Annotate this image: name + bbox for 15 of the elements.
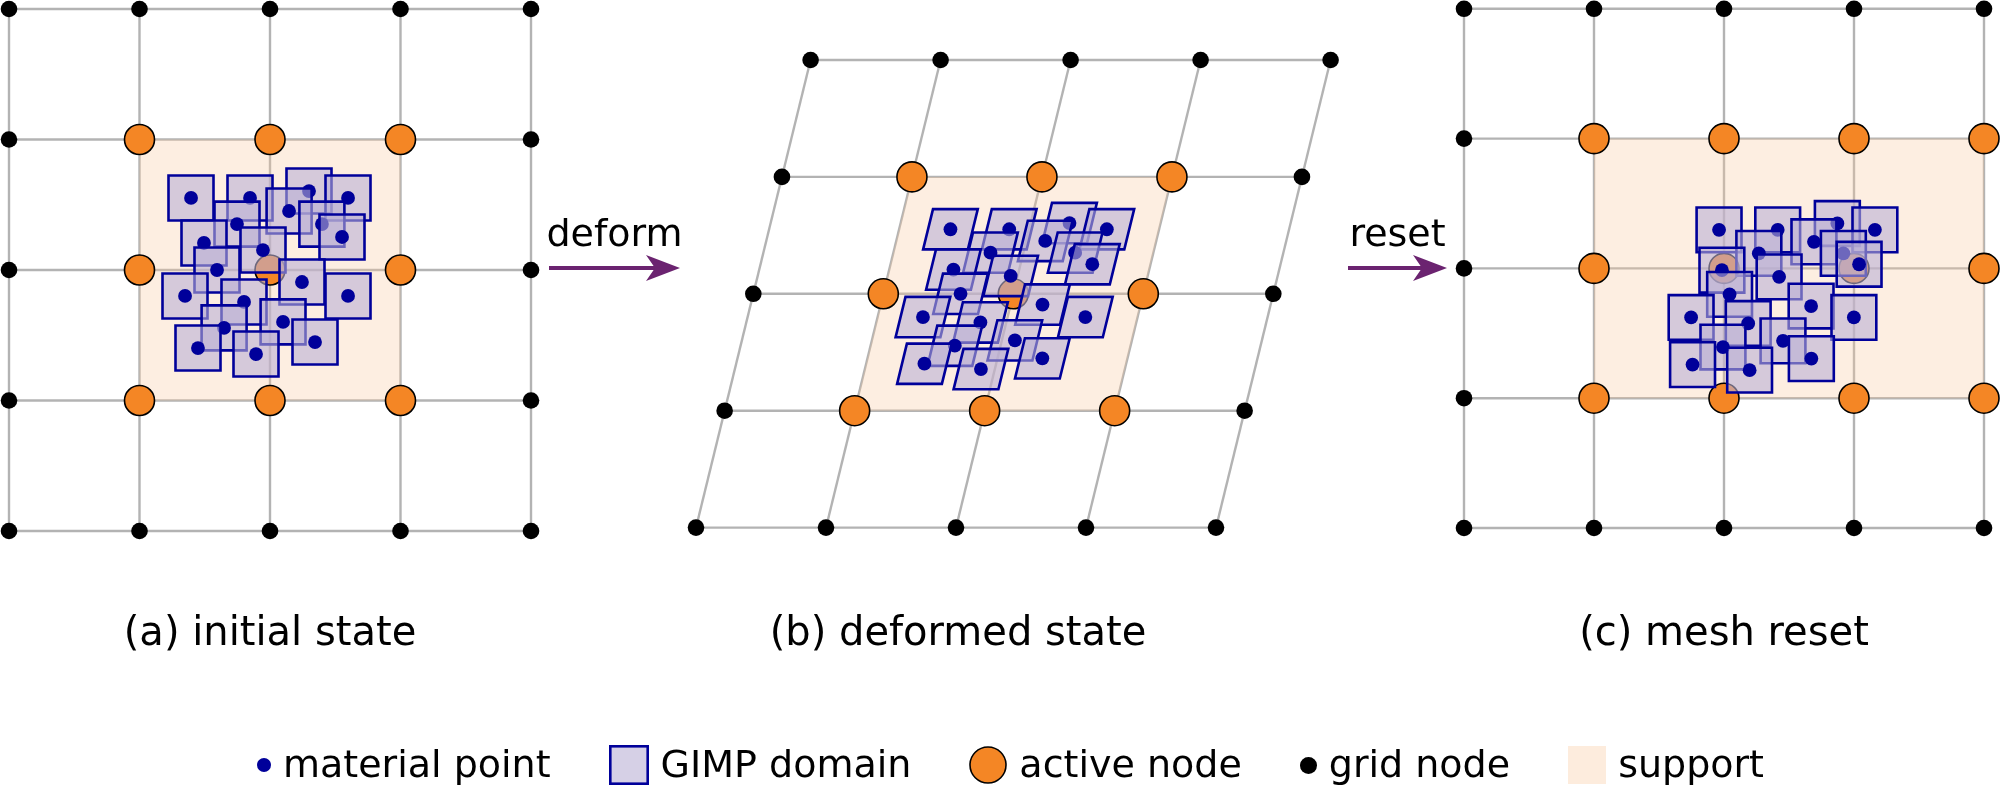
legend-label: GIMP domain [660, 743, 912, 787]
arrow [1348, 255, 1447, 281]
mesh-grid-illustration [1455, 0, 2000, 538]
edge-label: reset [1349, 212, 1446, 256]
arrow [549, 255, 680, 281]
mesh-grid-illustration [0, 0, 541, 541]
figure-caption: (c) mesh reset [1579, 608, 1869, 654]
legend-label: support [1618, 743, 1765, 787]
legend-label: material point [283, 743, 551, 787]
mesh-grid-illustration [688, 52, 1340, 537]
legend-label: active node [1019, 743, 1242, 787]
figure-caption: (b) deformed state [769, 608, 1147, 654]
legend-label: grid node [1328, 743, 1511, 787]
edge-label: deform [546, 212, 683, 256]
figure-caption: (a) initial state [123, 608, 417, 654]
